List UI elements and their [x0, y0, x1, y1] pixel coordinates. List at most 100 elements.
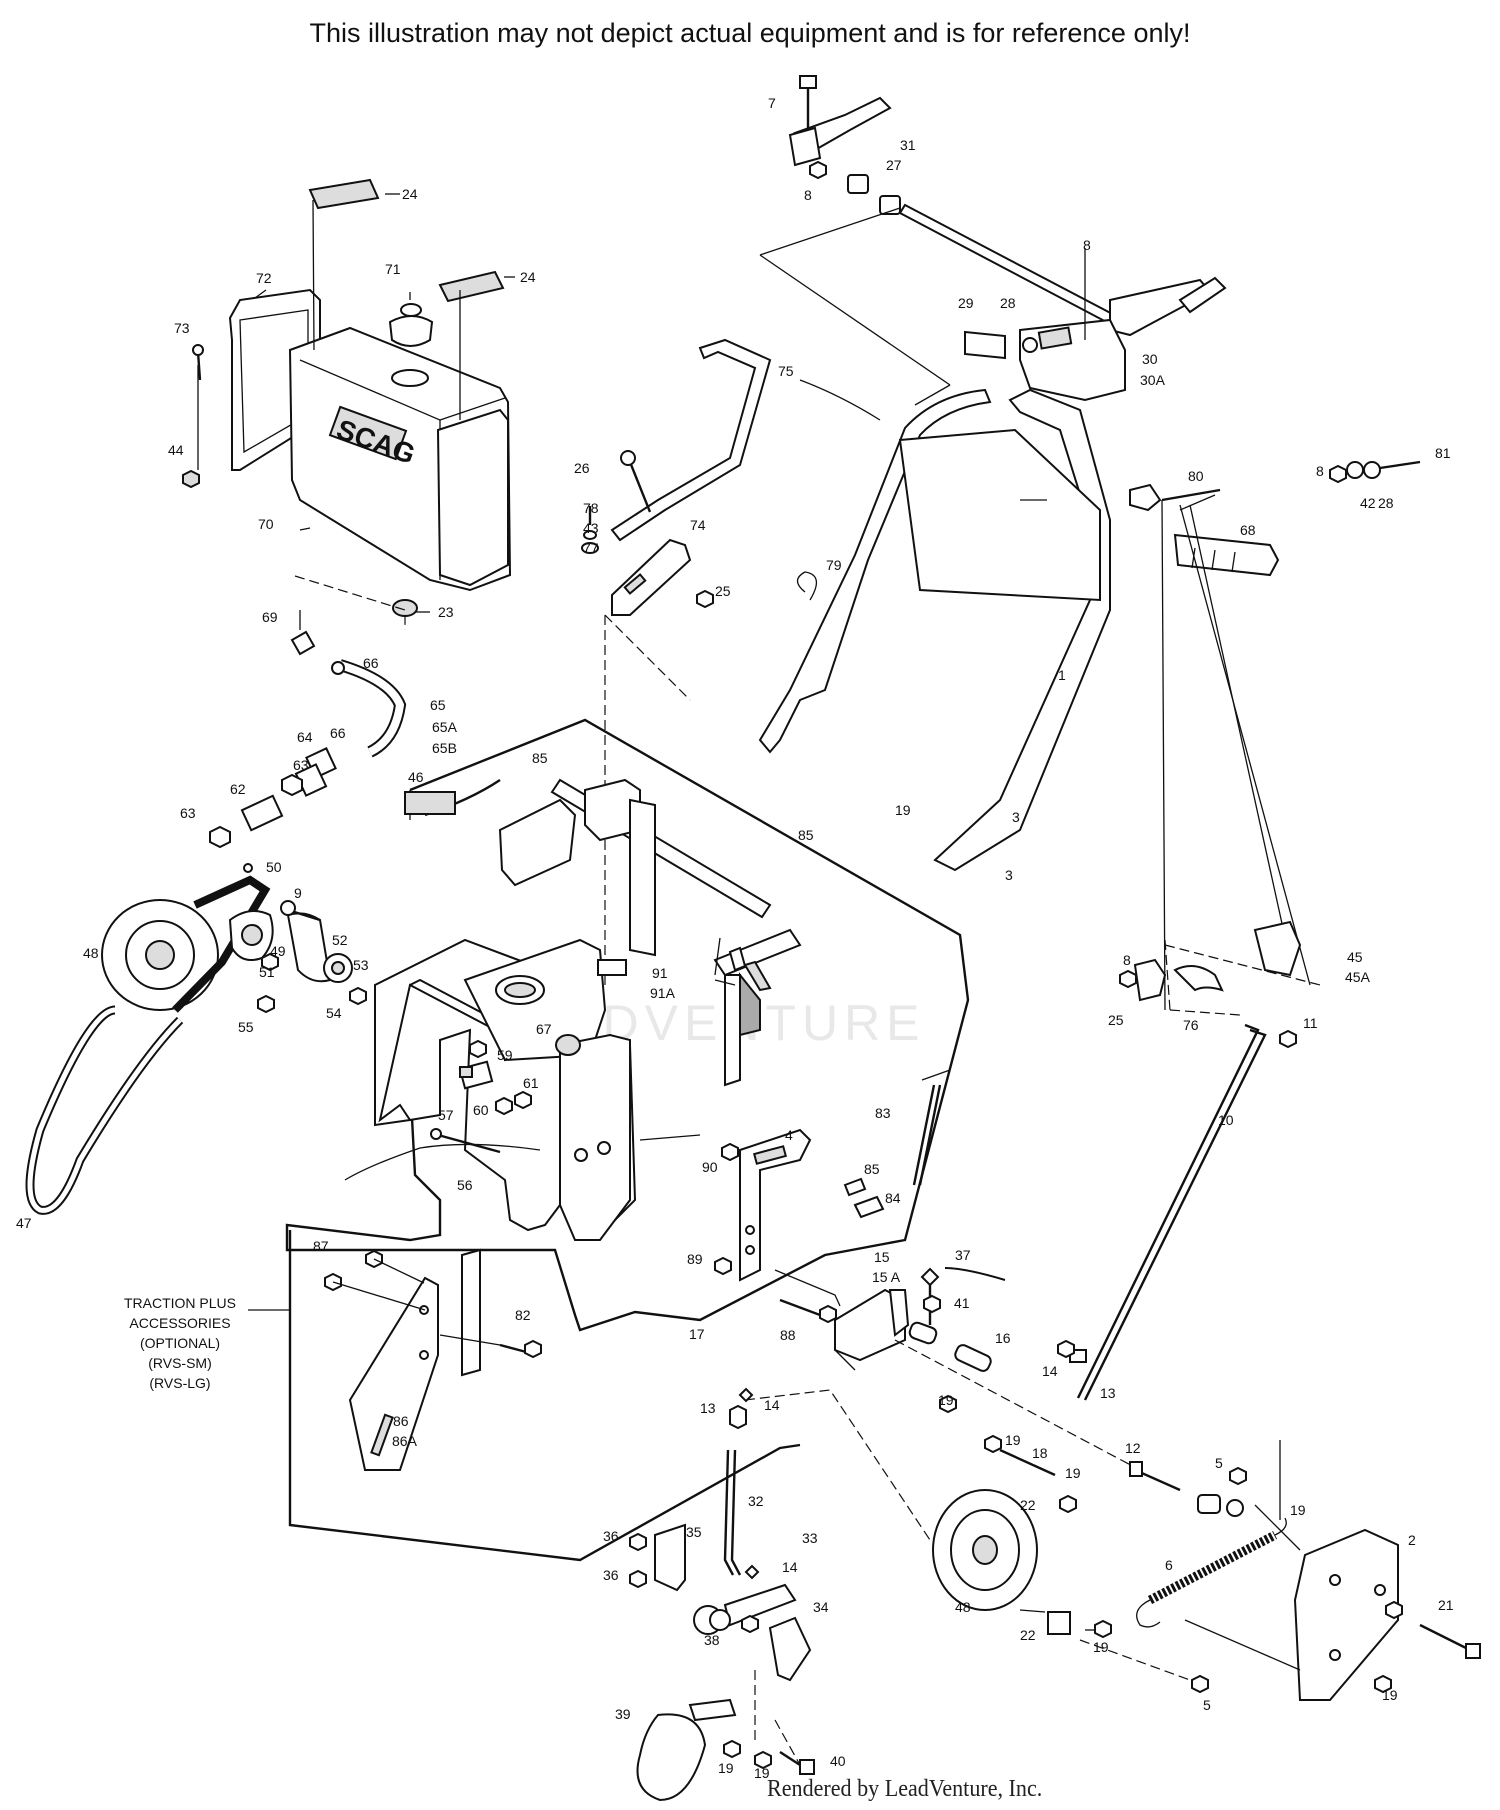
- part-label-25: 25: [715, 583, 731, 599]
- part-label-65b: 65B: [432, 740, 457, 756]
- part-label-13-2: 13: [1100, 1385, 1116, 1401]
- part-label-33: 33: [802, 1530, 818, 1546]
- part-label-8: 8: [804, 187, 812, 203]
- part-label-28-2: 28: [1378, 495, 1394, 511]
- part-label-5: 5: [1215, 1455, 1223, 1471]
- part-label-59: 59: [497, 1047, 513, 1063]
- part-label-71: 71: [385, 261, 401, 277]
- accessories-note-line-4: (RVS-SM): [148, 1355, 212, 1371]
- part-label-72: 72: [256, 270, 272, 286]
- part-label-24-2: 24: [520, 269, 536, 285]
- belt-drive: [25, 863, 367, 1215]
- part-label-85-3: 85: [864, 1161, 880, 1177]
- part-label-60: 60: [473, 1102, 489, 1118]
- accessories-note: TRACTION PLUSACCESSORIES(OPTIONAL)(RVS-S…: [124, 1295, 236, 1391]
- part-label-85-2: 85: [798, 827, 814, 843]
- part-label-14-2: 14: [1042, 1363, 1058, 1379]
- part-label-10: 10: [1218, 1112, 1234, 1128]
- shaft-assembly: [404, 778, 802, 1087]
- brake-assembly: [629, 1387, 815, 1802]
- part-label-84: 84: [885, 1190, 901, 1206]
- part-label-42: 42: [1360, 495, 1376, 511]
- part-label-89: 89: [687, 1251, 703, 1267]
- part-label-14: 14: [764, 1397, 780, 1413]
- part-label-87: 87: [313, 1238, 329, 1254]
- part-label-90: 90: [702, 1159, 718, 1175]
- part-label-91: 91: [652, 965, 668, 981]
- part-label-39: 39: [615, 1706, 631, 1722]
- part-label-19-6: 19: [1093, 1639, 1109, 1655]
- rear-assembly: [744, 1267, 1481, 1701]
- part-label-79: 79: [826, 557, 842, 573]
- part-label-51: 51: [259, 964, 275, 980]
- part-label-19-7: 19: [1382, 1687, 1398, 1703]
- part-label-30: 30: [1142, 351, 1158, 367]
- part-label-74: 74: [690, 517, 706, 533]
- part-label-63: 63: [293, 757, 309, 773]
- part-label-30a: 30A: [1140, 372, 1166, 388]
- part-label-57: 57: [438, 1107, 454, 1123]
- part-label-81: 81: [1435, 445, 1451, 461]
- part-label-56: 56: [457, 1177, 473, 1193]
- gearbox-housing: [344, 938, 637, 1241]
- part-label-43: 43: [583, 520, 599, 536]
- part-label-49: 49: [270, 943, 286, 959]
- part-label-65a: 65A: [432, 719, 458, 735]
- part-label-73: 73: [174, 320, 190, 336]
- part-label-40: 40: [830, 1753, 846, 1769]
- part-label-75: 75: [778, 363, 794, 379]
- part-label-29: 29: [958, 295, 974, 311]
- part-label-46: 46: [408, 769, 424, 785]
- disclaimer-text: This illustration may not depict actual …: [309, 18, 1191, 48]
- part-label-25-2: 25: [1108, 1012, 1124, 1028]
- part-label-76: 76: [1183, 1017, 1199, 1033]
- part-label-2: 2: [1408, 1532, 1416, 1548]
- clutch-lever: [581, 338, 817, 985]
- part-label-61: 61: [523, 1075, 539, 1091]
- part-label-91a: 91A: [650, 985, 676, 1001]
- part-label-26: 26: [574, 460, 590, 476]
- part-label-77: 77: [583, 540, 599, 556]
- handle-bar: [758, 379, 1280, 872]
- part-label-3: 3: [1012, 809, 1020, 825]
- part-label-8-3: 8: [1316, 463, 1324, 479]
- part-label-45a: 45A: [1345, 969, 1371, 985]
- part-label-63-2: 63: [180, 805, 196, 821]
- part-label-36-2: 36: [603, 1567, 619, 1583]
- part-label-38: 38: [704, 1632, 720, 1648]
- part-label-23: 23: [438, 604, 454, 620]
- fuel-tank: SCAG: [182, 178, 515, 630]
- part-label-4: 4: [785, 1127, 793, 1143]
- part-label-88: 88: [780, 1327, 796, 1343]
- accessories-note-line-2: ACCESSORIES: [129, 1315, 230, 1331]
- part-label-31: 31: [900, 137, 916, 153]
- part-label-1: 1: [1058, 667, 1066, 683]
- part-label-62: 62: [230, 781, 246, 797]
- control-lever: [759, 75, 1227, 406]
- part-label-86: 86: [393, 1413, 409, 1429]
- part-label-15a: 15 A: [872, 1269, 901, 1285]
- part-label-14-3: 14: [782, 1559, 798, 1575]
- part-label-83: 83: [875, 1105, 891, 1121]
- part-label-48-2: 48: [955, 1599, 971, 1615]
- part-label-19-2: 19: [938, 1392, 954, 1408]
- part-label-16: 16: [995, 1330, 1011, 1346]
- part-label-11: 11: [1303, 1015, 1318, 1031]
- part-label-19-9: 19: [754, 1765, 770, 1781]
- footer-credit: Rendered by LeadVenture, Inc.: [767, 1776, 1043, 1802]
- part-label-54: 54: [326, 1005, 342, 1021]
- part-label-24: 24: [402, 186, 418, 202]
- part-label-19-5: 19: [1290, 1502, 1306, 1518]
- pivot-bracket: [639, 1069, 951, 1324]
- part-label-67: 67: [536, 1021, 552, 1037]
- accessories-note-line-5: (RVS-LG): [149, 1375, 210, 1391]
- part-label-78: 78: [583, 500, 599, 516]
- part-label-3-2: 3: [1005, 867, 1013, 883]
- part-label-80: 80: [1188, 468, 1204, 484]
- part-label-68: 68: [1240, 522, 1256, 538]
- part-label-55: 55: [238, 1019, 254, 1035]
- traction-accessories: [324, 1248, 542, 1471]
- part-label-85: 85: [532, 750, 548, 766]
